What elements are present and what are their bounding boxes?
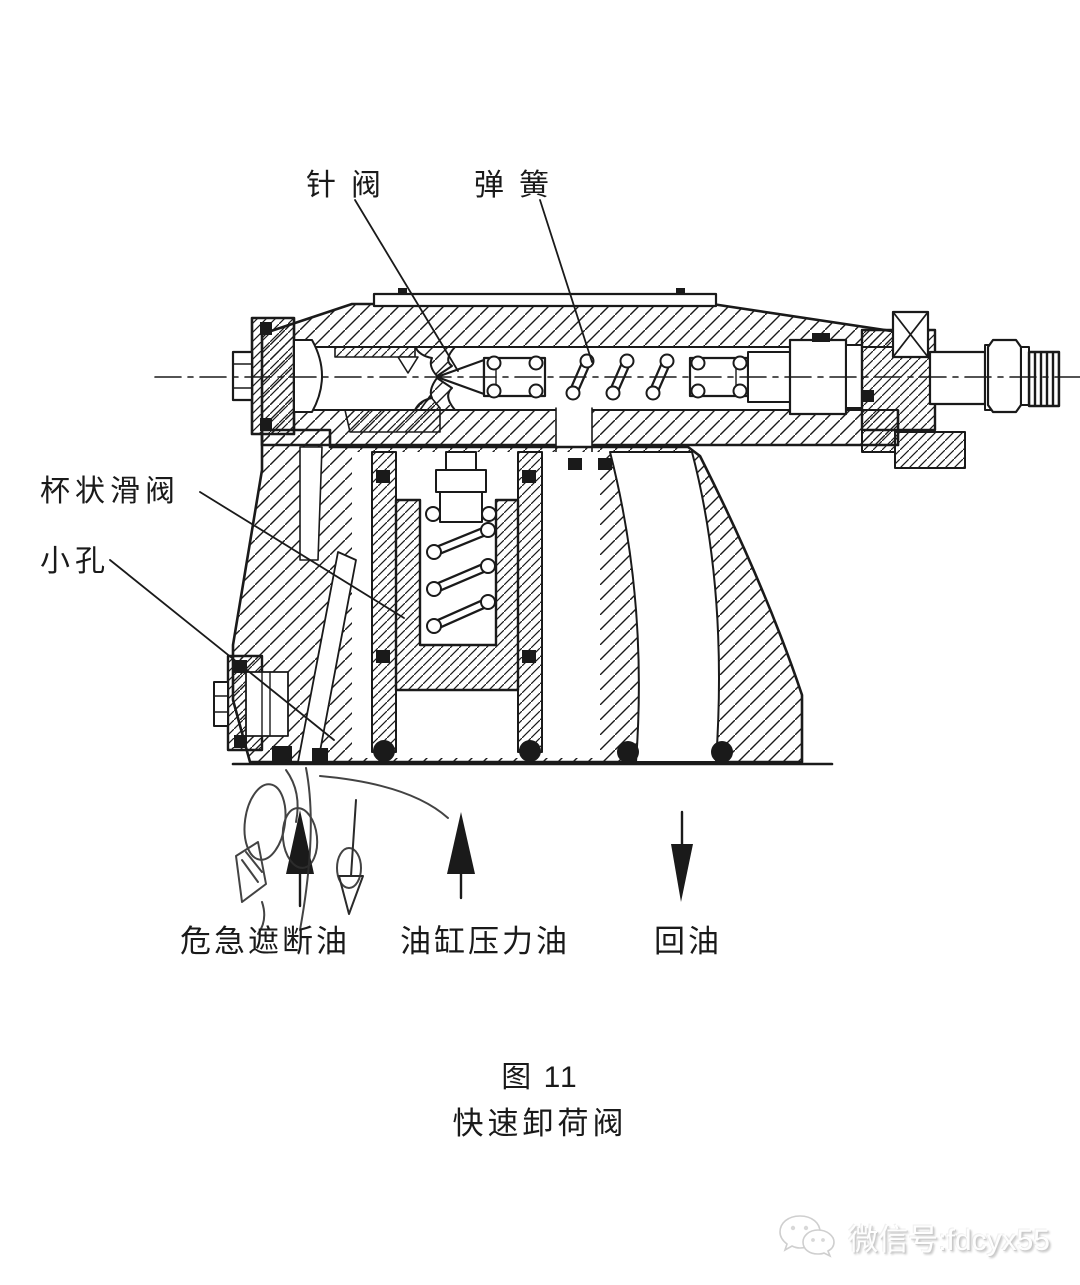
lock-nut — [986, 338, 1023, 414]
cup-valve-spring — [426, 522, 496, 634]
adjusting-screw-assembly — [747, 310, 1061, 469]
leader-spring — [539, 199, 593, 363]
arrow-cylinder-pressure-oil — [447, 812, 475, 900]
flow-label-return-oil: 回油 — [654, 924, 722, 959]
watermark: 微信号:fdcyx55 — [776, 1212, 1050, 1262]
leader-cup-slide-valve — [199, 491, 405, 619]
small-hole-passage — [297, 551, 357, 763]
leader-small-hole — [109, 559, 335, 741]
flow-label-cylinder-pressure-oil: 油缸压力油 — [400, 924, 570, 959]
wechat-icon — [779, 1215, 836, 1258]
packing-box — [891, 310, 930, 359]
arrow-return-oil — [671, 810, 693, 902]
leader-lines — [109, 199, 593, 741]
cup-slide-valve — [371, 451, 612, 753]
knurled-knob — [1027, 350, 1061, 408]
callout-cup-slide-valve: 杯状滑阀 — [40, 475, 180, 508]
leader-needle-valve — [354, 199, 459, 372]
figure-number: 图 11 — [501, 1061, 579, 1094]
callout-spring: 弹簧 — [474, 169, 564, 202]
left-end-plug — [231, 316, 323, 436]
callout-small-hole: 小孔 — [40, 545, 110, 578]
arrow-hand-drawn-down — [338, 799, 364, 915]
figure-title: 快速卸荷阀 — [452, 1106, 628, 1141]
poppet — [425, 451, 497, 523]
flow-arrows — [286, 799, 693, 915]
hand-drawn-annotation — [235, 767, 449, 935]
callout-needle-valve: 针阀 — [306, 169, 396, 202]
base-seals — [272, 740, 733, 763]
lower-port-plug — [213, 654, 289, 752]
arrow-emergency-trip-oil — [286, 810, 314, 908]
valve-seat — [334, 346, 456, 433]
flow-label-emergency-trip-oil: 危急遮断油 — [180, 924, 350, 959]
watermark-text: 微信号:fdcyx55 — [848, 1224, 1050, 1257]
